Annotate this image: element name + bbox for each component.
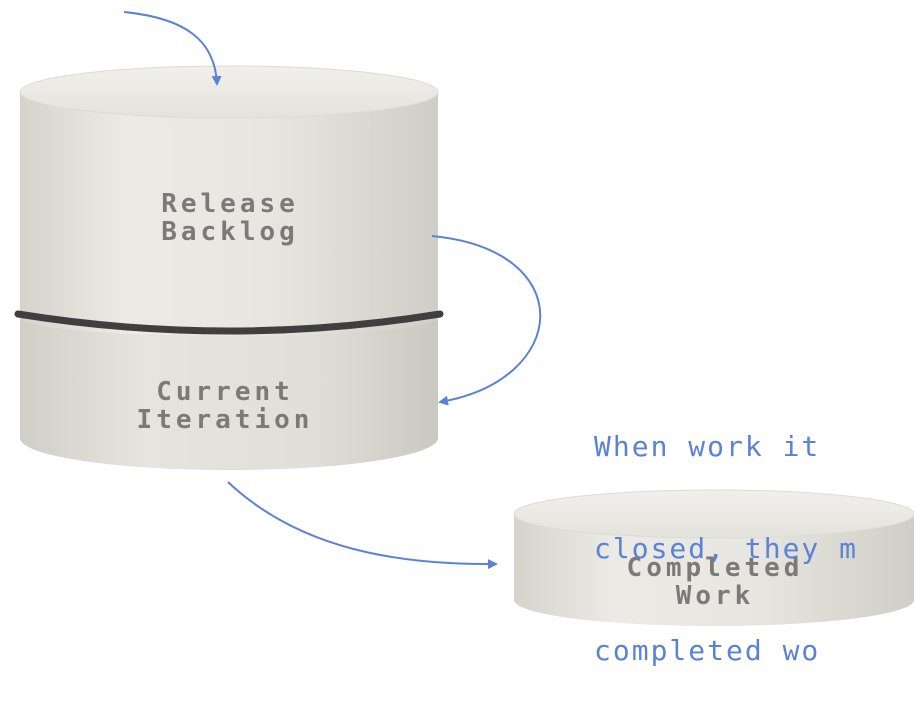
iteration-cylinder-section bbox=[20, 318, 438, 470]
release-backlog-line1: Release bbox=[161, 189, 299, 219]
note-line1: When work it bbox=[594, 430, 821, 463]
note-line2: closed, they m bbox=[594, 532, 859, 565]
completed-work-line1: Completed bbox=[626, 553, 804, 583]
completed-work-line2: Work bbox=[675, 581, 755, 611]
backlog-flow-diagram bbox=[14, 11, 914, 626]
iteration-divider-line bbox=[14, 310, 444, 335]
backlog-cylinder-top bbox=[19, 65, 439, 119]
completed-work-cylinder bbox=[513, 489, 914, 626]
completion-arrow bbox=[227, 481, 498, 570]
backlog-cylinder bbox=[14, 65, 444, 470]
release-backlog-label: Release Backlog bbox=[100, 190, 360, 246]
loop-arrow bbox=[431, 235, 542, 406]
note-line3: completed wo bbox=[594, 634, 821, 667]
completed-work-label: Completed Work bbox=[580, 554, 850, 610]
release-backlog-line2: Backlog bbox=[161, 217, 299, 247]
completed-cylinder-top bbox=[513, 489, 914, 539]
completed-cylinder-body bbox=[514, 514, 914, 626]
current-iteration-line1: Current bbox=[156, 377, 294, 407]
explanation-note: When work it closed, they m completed wo bbox=[594, 362, 858, 702]
current-iteration-line2: Iteration bbox=[136, 405, 314, 435]
incoming-arrow bbox=[123, 11, 222, 86]
current-iteration-label: Current Iteration bbox=[90, 378, 360, 434]
